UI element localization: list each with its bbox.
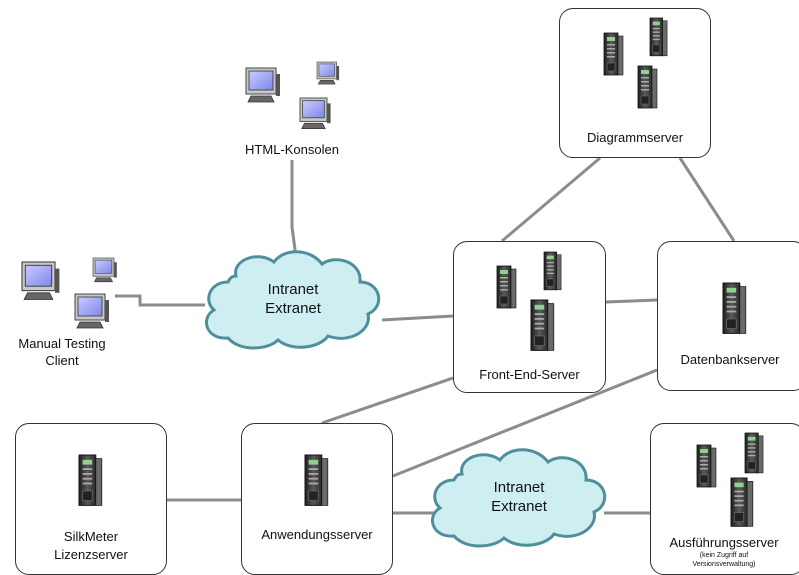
server-tower-icon bbox=[530, 299, 555, 352]
server-tower-icon bbox=[496, 265, 517, 309]
chart-server-label: Diagrammserver bbox=[586, 130, 684, 145]
connector-html-consoles-to-cloud bbox=[290, 160, 298, 258]
connector-cloud-to-frontend bbox=[381, 314, 454, 322]
desktop-monitor-icon bbox=[74, 293, 110, 329]
execution-server-box[interactable] bbox=[650, 423, 799, 575]
connector-manual-client-to-cloud bbox=[115, 294, 205, 307]
desktop-monitor-icon bbox=[92, 257, 118, 283]
manual-client-label-line1: Manual Testing bbox=[18, 336, 106, 351]
frontend-server-box[interactable] bbox=[453, 241, 606, 393]
desktop-monitor-icon bbox=[299, 97, 332, 130]
execution-server-label: Ausführungsserver bbox=[669, 535, 779, 550]
server-tower-icon bbox=[696, 444, 717, 488]
desktop-monitor-icon bbox=[245, 67, 281, 103]
server-tower-icon bbox=[637, 65, 658, 109]
server-tower-icon bbox=[649, 17, 668, 57]
application-server-label: Anwendungsserver bbox=[261, 527, 373, 542]
server-tower-icon bbox=[722, 282, 747, 335]
connector-chart-to-database bbox=[678, 157, 736, 242]
desktop-monitor-icon bbox=[316, 61, 340, 85]
manual-client-label-line2: Client bbox=[45, 353, 79, 368]
server-tower-icon bbox=[304, 454, 329, 507]
server-tower-icon bbox=[730, 477, 754, 527]
server-tower-icon bbox=[78, 454, 103, 507]
server-tower-icon bbox=[603, 32, 624, 76]
connector-chart-to-frontend bbox=[501, 156, 601, 243]
chart-server-box[interactable] bbox=[559, 8, 711, 158]
desktop-monitor-icon bbox=[21, 261, 60, 300]
execution-server-note-line2: Versionsverwaltung) bbox=[692, 561, 756, 568]
cloud-top-icon bbox=[204, 250, 381, 350]
cloud-top-label-line1: Intranet bbox=[267, 281, 319, 298]
cloud-bottom-label-line1: Intranet bbox=[493, 479, 545, 496]
html-consoles-label: HTML-Konsolen bbox=[245, 142, 339, 157]
execution-server-note-line1: (kein Zugriff auf bbox=[699, 552, 749, 559]
silkmeter-server-label-line2: Lizenzserver bbox=[54, 547, 128, 562]
silkmeter-server-label-line1: SilkMeter bbox=[63, 529, 119, 544]
connector-frontend-to-application bbox=[321, 376, 454, 425]
connector-database-to-application bbox=[392, 368, 658, 478]
connector-frontend-to-database bbox=[605, 298, 658, 304]
frontend-server-label: Front-End-Server bbox=[479, 367, 580, 382]
server-tower-icon bbox=[543, 251, 562, 291]
cloud-bottom-icon bbox=[430, 448, 607, 548]
database-server-label: Datenbankserver bbox=[680, 352, 780, 367]
cloud-bottom-label-line2: Extranet bbox=[491, 498, 547, 515]
server-tower-icon bbox=[744, 432, 764, 474]
cloud-top-label-line2: Extranet bbox=[265, 300, 321, 317]
